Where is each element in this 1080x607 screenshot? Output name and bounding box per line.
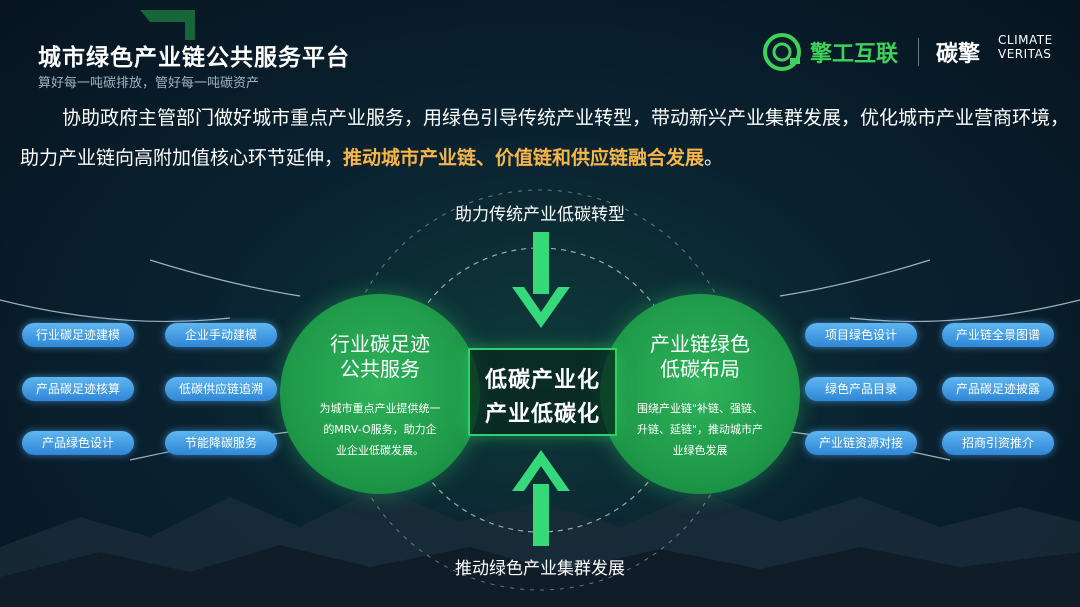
logo-english-text: CLIMATE VERITAS <box>998 33 1053 61</box>
left-pill-5[interactable]: 产品绿色设计 <box>22 431 134 455</box>
logo-brand2-text: 碳擎 <box>936 42 981 67</box>
logo-brand-text: 擎工互联 <box>810 42 899 67</box>
right-pill-5[interactable]: 产业链资源对接 <box>805 431 917 455</box>
bottom-label: 推动绿色产业集群发展 <box>455 559 625 579</box>
mountain-background <box>0 487 1080 607</box>
logo-divider <box>918 38 919 66</box>
left-pill-1[interactable]: 行业碳足迹建模 <box>22 323 134 347</box>
intro-paragraph: 协助政府主管部门做好城市重点产业服务，用绿色引导传统产业转型，带动新兴产业集群发… <box>20 98 1070 178</box>
brand-logo: 擎工互联 碳擎 CLIMATE VERITAS <box>760 28 1060 78</box>
page-title: 城市绿色产业链公共服务平台 <box>38 45 350 71</box>
center-line1: 低碳产业化 <box>484 368 600 393</box>
left-circle: 行业碳足迹 公共服务 为城市重点产业提供统一 的MRV-O服务，助力企 业企业低… <box>280 294 480 494</box>
left-pill-4[interactable]: 低碳供应链追溯 <box>165 377 277 401</box>
left-circle-title-line2: 公共服务 <box>340 357 420 381</box>
right-pill-3[interactable]: 绿色产品目录 <box>805 377 917 401</box>
right-pill-1[interactable]: 项目绿色设计 <box>805 323 917 347</box>
left-pill-3[interactable]: 产品碳足迹核算 <box>22 377 134 401</box>
left-circle-desc-line2: 的MRV-O服务，助力企 <box>323 423 437 436</box>
intro-text: 协助政府主管部门做好城市重点产业服务，用绿色引导传统产业转型，带动新兴产业集群发… <box>20 107 1070 169</box>
page-subtitle: 算好每一吨碳排放，管好每一吨碳资产 <box>38 76 260 91</box>
arrow-down-icon <box>512 232 570 328</box>
right-circle-desc-line2: 升链、延链"，推动城市产 <box>636 423 764 436</box>
left-pill-6[interactable]: 节能降碳服务 <box>165 431 277 455</box>
corner-decoration <box>140 10 195 40</box>
left-circle-title-line1: 行业碳足迹 <box>330 332 430 356</box>
top-label: 助力传统产业低碳转型 <box>455 205 625 225</box>
right-circle-desc-line1: 围绕产业链"补链、强链、 <box>636 402 764 415</box>
left-pill-2[interactable]: 企业手动建模 <box>165 323 277 347</box>
right-circle-title-line2: 低碳布局 <box>660 357 740 381</box>
logo-english-line1: CLIMATE <box>998 33 1053 47</box>
right-pill-6[interactable]: 招商引资推介 <box>942 431 1054 455</box>
center-box: 低碳产业化 产业低碳化 <box>468 348 617 436</box>
intro-end: 。 <box>704 147 724 169</box>
left-circle-desc-line1: 为城市重点产业提供统一 <box>319 402 441 415</box>
intro-highlight: 推动城市产业链、价值链和供应链融合发展 <box>343 147 705 169</box>
right-circle-desc-line3: 业绿色发展 <box>672 444 728 457</box>
logo-icon <box>763 33 801 71</box>
arrow-up-icon <box>512 450 570 546</box>
logo-english-line2: VERITAS <box>998 47 1052 61</box>
right-circle-title-line1: 产业链绿色 <box>650 332 750 356</box>
right-pill-4[interactable]: 产品碳足迹披露 <box>942 377 1054 401</box>
left-circle-desc-line3: 业企业低碳发展。 <box>336 444 424 457</box>
right-circle: 产业链绿色 低碳布局 围绕产业链"补链、强链、 升链、延链"，推动城市产 业绿色… <box>600 294 800 494</box>
right-pill-2[interactable]: 产业链全景图谱 <box>942 323 1054 347</box>
center-line2: 产业低碳化 <box>484 402 600 427</box>
